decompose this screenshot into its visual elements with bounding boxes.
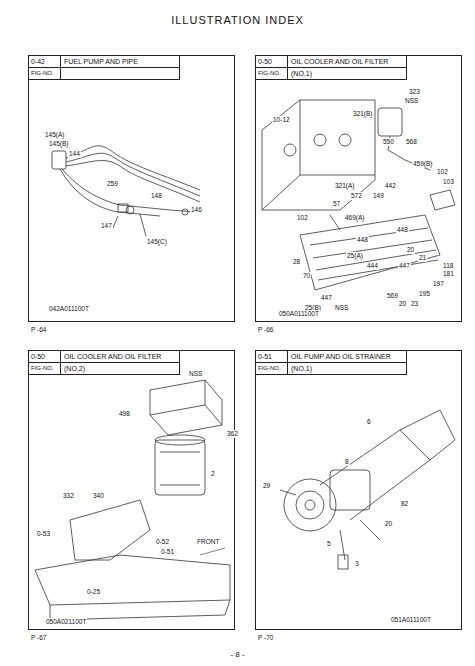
- callout-number: 0-51: [160, 548, 175, 556]
- callout-number: 8: [344, 458, 350, 466]
- callout-number: 568: [405, 138, 418, 146]
- callout-number: 550: [382, 138, 395, 146]
- callout-number: 0-53: [36, 530, 51, 538]
- callout-number: 20: [406, 246, 415, 254]
- section-number: 0-50: [29, 351, 61, 362]
- callout-number: 181: [442, 270, 455, 278]
- callout-number: 5: [326, 540, 332, 548]
- index-panel: 0-50OIL COOLER AND OIL FILTERFIG-NO.(NO.…: [255, 55, 462, 322]
- callout-number: 321(B): [352, 110, 374, 118]
- callout-number: 6: [366, 418, 372, 426]
- callout-number: 57: [332, 200, 341, 208]
- callout-number: 103: [442, 178, 455, 186]
- callout-number: 444: [366, 262, 379, 270]
- index-panel: 0-51OIL PUMP AND OIL STRAINERFIG-NO.(NO.…: [255, 350, 462, 630]
- callout-number: 448: [356, 236, 369, 244]
- callout-number: NSS: [334, 304, 349, 312]
- callout-number: 102: [296, 214, 309, 222]
- callout-number: 0-52: [155, 538, 170, 546]
- callout-number: 469(A): [344, 214, 366, 222]
- fig-no-value: (NO.1): [288, 68, 312, 79]
- index-panel: 0-42FUEL PUMP AND PIPEFIG-NO.: [28, 55, 235, 322]
- page-number: - 8 -: [0, 650, 475, 659]
- fig-no-label: FIG-NO.: [256, 363, 288, 374]
- callout-number: 25(A): [346, 252, 364, 260]
- callout-number: 147: [100, 222, 113, 230]
- callout-number: 569: [386, 292, 399, 300]
- callout-number: FRONT: [196, 538, 220, 546]
- callout-number: 042A011100T: [48, 305, 90, 313]
- callout-number: 459(B): [412, 160, 434, 168]
- callout-number: 323: [408, 88, 421, 96]
- callout-number: 102: [436, 168, 449, 176]
- callout-number: 0-25: [86, 588, 101, 596]
- callout-number: 197: [432, 280, 445, 288]
- callout-number: 340: [92, 492, 105, 500]
- callout-number: 118: [442, 262, 454, 270]
- callout-number: 145(C): [146, 238, 168, 246]
- callout-number: 146: [190, 206, 203, 214]
- callout-number: P -64: [30, 326, 47, 334]
- callout-number: 20: [384, 520, 393, 528]
- callout-number: 332: [62, 492, 75, 500]
- page-title: ILLUSTRATION INDEX: [0, 14, 475, 26]
- section-title: FUEL PUMP AND PIPE: [61, 56, 138, 67]
- callout-number: 145(A): [44, 131, 66, 139]
- callout-number: 148: [150, 192, 163, 200]
- fig-no-value: (NO.2): [61, 363, 85, 374]
- callout-number: NSS: [404, 97, 419, 105]
- callout-number: 29: [262, 482, 271, 490]
- callout-number: 82: [400, 500, 409, 508]
- callout-number: NSS: [188, 370, 203, 378]
- section-title: OIL PUMP AND OIL STRAINER: [288, 351, 391, 362]
- callout-number: 498: [118, 410, 131, 418]
- callout-number: 28: [292, 258, 301, 266]
- callout-number: 70: [302, 272, 311, 280]
- callout-number: 321(A): [334, 182, 356, 190]
- callout-number: 447: [398, 262, 411, 270]
- fig-no-label: FIG-NO.: [256, 68, 288, 79]
- callout-number: 3: [354, 560, 360, 568]
- callout-number: 572: [350, 192, 363, 200]
- callout-number: 050A011100T: [278, 310, 320, 318]
- section-number: 0-51: [256, 351, 288, 362]
- callout-number: 21: [418, 254, 427, 262]
- callout-number: 442: [384, 182, 397, 190]
- callout-number: P -67: [30, 634, 47, 642]
- callout-number: 10-12: [272, 116, 291, 124]
- fig-no-value: (NO.1): [288, 363, 312, 374]
- section-title: OIL COOLER AND OIL FILTER: [288, 56, 388, 67]
- callout-number: 20: [398, 300, 407, 308]
- callout-number: 149: [372, 192, 385, 200]
- callout-number: 050A021100T: [45, 618, 87, 626]
- callout-number: P -66: [257, 326, 274, 334]
- callout-number: 2: [210, 470, 216, 478]
- section-number: 0-42: [29, 56, 61, 67]
- fig-no-label: FIG-NO.: [29, 363, 61, 374]
- callout-number: 144: [68, 150, 81, 158]
- callout-number: 195: [418, 290, 431, 298]
- callout-number: P -70: [257, 634, 274, 642]
- callout-number: 448: [396, 226, 409, 234]
- callout-number: 145(B): [48, 140, 70, 148]
- fig-no-label: FIG-NO.: [29, 68, 61, 79]
- callout-number: 362: [226, 430, 239, 438]
- callout-number: 447: [320, 294, 333, 302]
- section-title: OIL COOLER AND OIL FILTER: [61, 351, 161, 362]
- callout-number: 051A011100T: [390, 616, 432, 624]
- callout-number: 23: [410, 300, 419, 308]
- index-panel: 0-50OIL COOLER AND OIL FILTERFIG-NO.(NO.…: [28, 350, 235, 630]
- section-number: 0-50: [256, 56, 288, 67]
- callout-number: 259: [106, 180, 119, 188]
